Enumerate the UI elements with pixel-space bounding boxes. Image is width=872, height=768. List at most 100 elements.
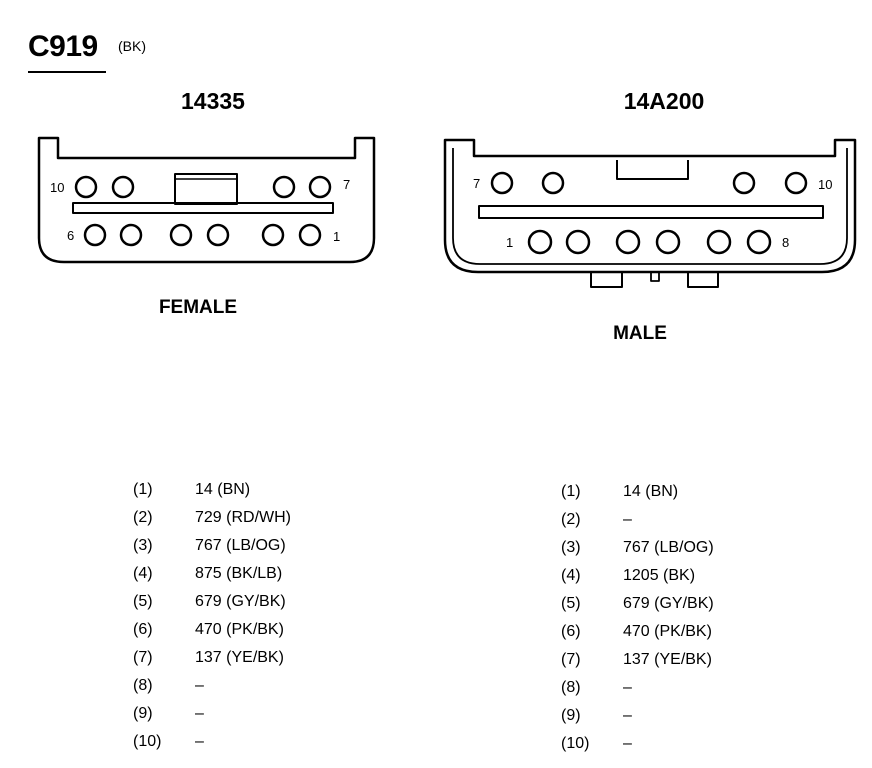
pin-circuit: – <box>195 677 204 694</box>
female-pin-label-top-right: 7 <box>343 177 350 192</box>
female-label: FEMALE <box>158 297 238 318</box>
pin-circuit: – <box>623 735 632 752</box>
male-tab-right <box>687 271 719 288</box>
pin-number: (10) <box>561 735 590 752</box>
pin-circuit: 875 (BK/LB) <box>195 565 283 582</box>
pin-circuit: 137 (YE/BK) <box>195 649 284 666</box>
pin-number: (8) <box>561 679 581 696</box>
female-pin-6 <box>83 223 107 247</box>
pin-number: (4) <box>133 565 153 582</box>
pin-circuit: – <box>623 679 632 696</box>
male-pin-3 <box>615 229 641 255</box>
pin-number: (10) <box>133 733 162 750</box>
pin-circuit: 767 (LB/OG) <box>623 539 714 556</box>
pin-number: (4) <box>561 567 581 584</box>
table-row: (6) 470 (PK/BK) <box>133 616 291 644</box>
male-pin-1 <box>527 229 553 255</box>
female-pin-label-top-left: 10 <box>50 180 64 195</box>
male-pin-10 <box>784 171 808 195</box>
male-tab-left <box>590 271 623 288</box>
female-pin-3 <box>206 223 230 247</box>
pin-circuit: 470 (PK/BK) <box>623 623 712 640</box>
male-keyway <box>616 160 689 180</box>
pin-number: (1) <box>133 481 153 498</box>
female-pin-label-bottom-left: 6 <box>67 228 74 243</box>
pin-number: (6) <box>561 623 581 640</box>
table-row: (5) 679 (GY/BK) <box>133 588 291 616</box>
title-underline <box>28 71 106 73</box>
table-row: (10) – <box>561 730 714 758</box>
female-pin-9 <box>111 175 135 199</box>
female-pin-label-bottom-right: 1 <box>333 229 340 244</box>
pin-number: (5) <box>133 593 153 610</box>
pin-circuit: 679 (GY/BK) <box>623 595 714 612</box>
table-row: (2) 729 (RD/WH) <box>133 504 291 532</box>
pin-number: (3) <box>561 539 581 556</box>
pin-circuit: 767 (LB/OG) <box>195 537 286 554</box>
male-pin-label-top-left: 7 <box>473 176 480 191</box>
female-pin-1 <box>298 223 322 247</box>
female-pin-8 <box>272 175 296 199</box>
female-pin-5 <box>119 223 143 247</box>
table-row: (6) 470 (PK/BK) <box>561 618 714 646</box>
male-pin-2 <box>565 229 591 255</box>
pin-circuit: 679 (GY/BK) <box>195 593 286 610</box>
pin-circuit: 1205 (BK) <box>623 567 696 584</box>
male-pin-label-bottom-right: 8 <box>782 235 789 250</box>
male-connector-body <box>443 138 857 274</box>
pin-number: (2) <box>561 511 581 528</box>
male-pin-table: (1) 14 (BN) (2) – (3) 767 (LB/OG) (4) 1205 (… <box>561 478 714 758</box>
table-row: (8) – <box>133 672 291 700</box>
female-pin-10 <box>74 175 98 199</box>
pin-circuit: – <box>195 733 204 750</box>
female-pin-7 <box>308 175 332 199</box>
male-pin-9 <box>732 171 756 195</box>
female-divider-bar <box>72 202 334 214</box>
table-row: (3) 767 (LB/OG) <box>561 534 714 562</box>
pin-circuit: 470 (PK/BK) <box>195 621 284 638</box>
female-connector-body <box>37 136 376 264</box>
female-pin-table: (1) 14 (BN) (2) 729 (RD/WH) (3)767 (LB/OG)… <box>133 476 291 756</box>
table-row: (9) – <box>133 700 291 728</box>
table-row: (1) 14 (BN) <box>561 478 714 506</box>
female-pin-2 <box>261 223 285 247</box>
male-pin-8 <box>746 229 772 255</box>
table-row: (7) 137 (YE/BK) <box>561 646 714 674</box>
table-row: (1) 14 (BN) <box>133 476 291 504</box>
male-tab-center <box>650 271 660 282</box>
connector-id: C919 <box>28 30 98 63</box>
male-pin-4 <box>655 229 681 255</box>
pin-number: (2) <box>133 509 153 526</box>
table-row: (3)767 (LB/OG) <box>133 532 291 560</box>
pin-circuit: 14 (BN) <box>623 483 679 500</box>
table-row: (4) 1205 (BK) <box>561 562 714 590</box>
female-part-number: 14335 <box>181 88 245 114</box>
male-pin-6 <box>541 171 565 195</box>
pin-number: (8) <box>133 677 153 694</box>
table-row: (4) 875 (BK/LB) <box>133 560 291 588</box>
pin-circuit: 137 (YE/BK) <box>623 651 712 668</box>
table-row: (10) – <box>133 728 291 756</box>
female-pin-4 <box>169 223 193 247</box>
pin-circuit: 729 (RD/WH) <box>195 509 292 526</box>
table-row: (2) – <box>561 506 714 534</box>
table-row: (7)137 (YE/BK) <box>133 644 291 672</box>
pin-circuit: 14 (BN) <box>195 481 251 498</box>
pin-circuit: – <box>623 707 632 724</box>
pin-circuit: – <box>623 511 632 528</box>
pin-number: (1) <box>561 483 581 500</box>
pin-circuit: – <box>195 705 204 722</box>
male-pin-label-top-right: 10 <box>818 177 832 192</box>
male-pin-label-bottom-left: 1 <box>506 235 513 250</box>
male-pin-7 <box>490 171 514 195</box>
male-pin-5 <box>706 229 732 255</box>
pin-number: (6) <box>133 621 153 638</box>
pin-number: (7) <box>561 651 581 668</box>
pin-number: (9) <box>561 707 581 724</box>
table-row: (5)679 (GY/BK) <box>561 590 714 618</box>
table-row: (8) – <box>561 674 714 702</box>
pin-number: (9) <box>133 705 153 722</box>
male-label: MALE <box>613 323 667 344</box>
table-row: (9) – <box>561 702 714 730</box>
